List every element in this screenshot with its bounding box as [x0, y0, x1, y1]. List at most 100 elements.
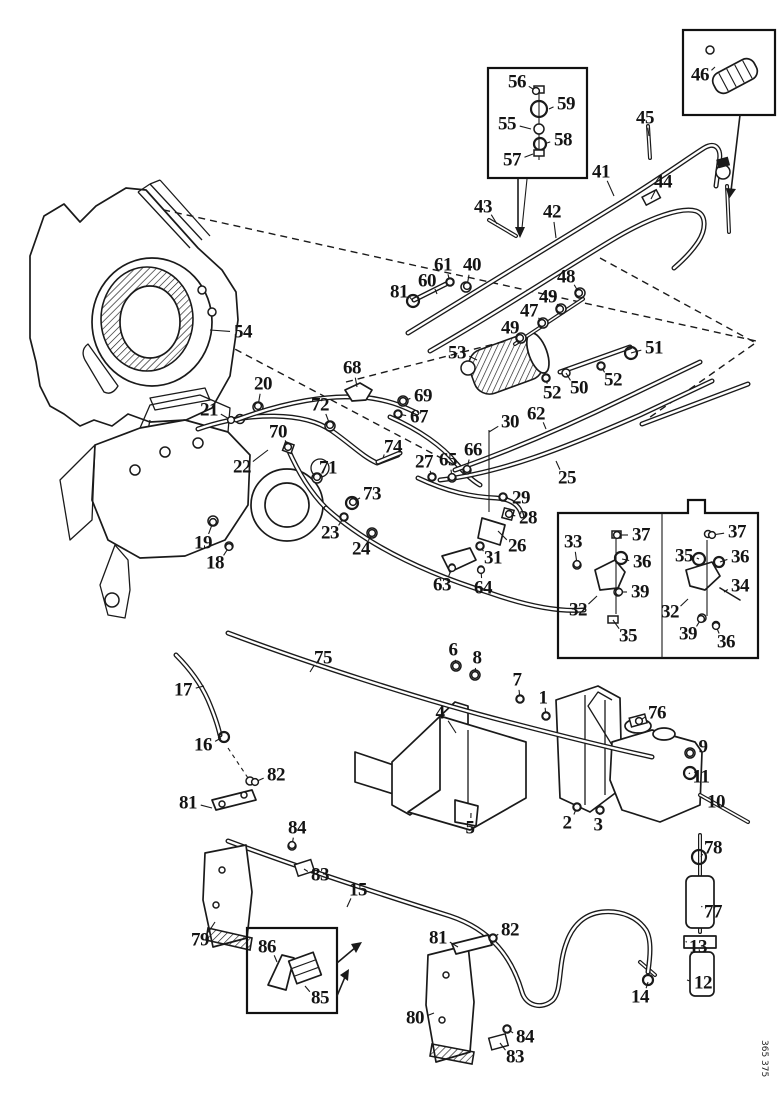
fastener-47 — [537, 318, 547, 328]
y-fitting-68 — [344, 382, 373, 402]
callout-32: 32 — [661, 598, 689, 623]
part-number: 80 — [406, 1008, 424, 1029]
fastener-65 — [447, 472, 457, 482]
callout-35: 35 — [675, 546, 700, 567]
fastener-37 — [612, 530, 622, 540]
fastener-49 — [555, 304, 565, 314]
callout-46: 46 — [691, 65, 716, 86]
fastener-28 — [504, 509, 514, 519]
part-number: 5 — [466, 818, 475, 839]
callout-72: 72 — [311, 395, 335, 430]
part-number: 69 — [414, 386, 432, 407]
callout-26: 26 — [497, 530, 527, 557]
fastener-39 — [614, 587, 624, 597]
clamp-63-64 — [441, 547, 477, 573]
callout-1: 1 — [539, 688, 551, 721]
callout-66: 66 — [462, 440, 483, 474]
callout-43: 43 — [474, 197, 498, 225]
part-number: 39 — [631, 582, 649, 603]
callout-68: 68 — [343, 358, 362, 388]
part-number: 73 — [363, 484, 381, 505]
figure-code: 365 375 — [759, 1040, 769, 1077]
part-number: 76 — [648, 703, 666, 724]
callout-62: 62 — [527, 404, 547, 430]
part-number: 70 — [269, 422, 287, 443]
callout-31: 31 — [475, 541, 503, 569]
foot-5 — [454, 799, 479, 827]
fastener-56 — [531, 86, 541, 96]
part-number: 59 — [557, 94, 575, 115]
callout-83: 83 — [303, 865, 330, 886]
part-number: 77 — [704, 902, 723, 923]
fastener-72 — [325, 420, 335, 430]
fastener-73 — [348, 497, 358, 507]
part-number: 42 — [543, 202, 561, 223]
part-number: 44 — [654, 172, 673, 193]
callout-42: 42 — [543, 202, 562, 239]
callout-29: 29 — [498, 488, 531, 509]
callout-49: 49 — [539, 287, 565, 314]
part-number: 36 — [731, 547, 749, 568]
fastener-37 — [707, 530, 717, 540]
fastener-7 — [515, 694, 525, 704]
part-number: 11 — [693, 767, 710, 788]
part-number: 55 — [498, 114, 516, 135]
callout-51: 51 — [630, 338, 664, 359]
callout-11: 11 — [688, 767, 710, 788]
callout-36: 36 — [711, 621, 736, 653]
part-number: 47 — [520, 301, 539, 322]
part-number: 2 — [563, 813, 572, 834]
callout-40: 40 — [462, 255, 482, 291]
callout-18: 18 — [206, 542, 234, 574]
callout-73: 73 — [348, 484, 382, 507]
part-number: 15 — [349, 880, 367, 901]
fastener-3 — [595, 805, 605, 815]
part-number: 61 — [434, 255, 452, 276]
fastener-82 — [488, 933, 498, 943]
bracket-32-left — [594, 559, 626, 591]
fastener-20 — [253, 401, 263, 411]
fastener-66 — [462, 464, 472, 474]
part-number: 37 — [728, 522, 747, 543]
callout-53: 53 — [448, 343, 478, 364]
part-number: 52 — [543, 383, 561, 404]
part-number: 41 — [592, 162, 610, 183]
fastener-82 — [250, 777, 260, 787]
callout-77: 77 — [701, 902, 724, 923]
part-number: 84 — [288, 818, 307, 839]
part-number: 64 — [474, 578, 493, 599]
callout-79: 79 — [191, 921, 216, 951]
callout-20: 20 — [253, 374, 273, 411]
callout-57: 57 — [503, 150, 534, 171]
part-number: 29 — [512, 488, 530, 509]
part-number: 32 — [569, 600, 587, 621]
inset-box-cap — [681, 28, 777, 199]
fastener-18 — [224, 542, 234, 552]
coupler-73 — [344, 495, 360, 511]
callout-34: 34 — [723, 576, 751, 597]
part-number: 8 — [473, 648, 482, 669]
fastener-1 — [541, 711, 551, 721]
fitting-16 — [217, 730, 231, 744]
callout-75: 75 — [309, 648, 333, 673]
part-number: 21 — [200, 400, 218, 421]
callout-80: 80 — [406, 1008, 435, 1029]
part-number: 30 — [501, 412, 519, 433]
part-number: 31 — [484, 548, 502, 569]
callout-50: 50 — [565, 372, 589, 399]
part-number: 71 — [319, 458, 337, 479]
callout-37: 37 — [612, 525, 652, 546]
callout-10: 10 — [700, 792, 726, 813]
callout-24: 24 — [352, 528, 377, 560]
part-number: 28 — [519, 508, 537, 529]
part-number: 37 — [632, 525, 651, 546]
part-number: 19 — [194, 533, 212, 554]
callout-81: 81 — [429, 928, 459, 949]
callout-21: 21 — [200, 400, 236, 425]
callout-27: 27 — [415, 452, 437, 482]
callout-45: 45 — [636, 108, 655, 137]
callout-63: 63 — [433, 563, 457, 596]
callout-25: 25 — [555, 460, 577, 489]
